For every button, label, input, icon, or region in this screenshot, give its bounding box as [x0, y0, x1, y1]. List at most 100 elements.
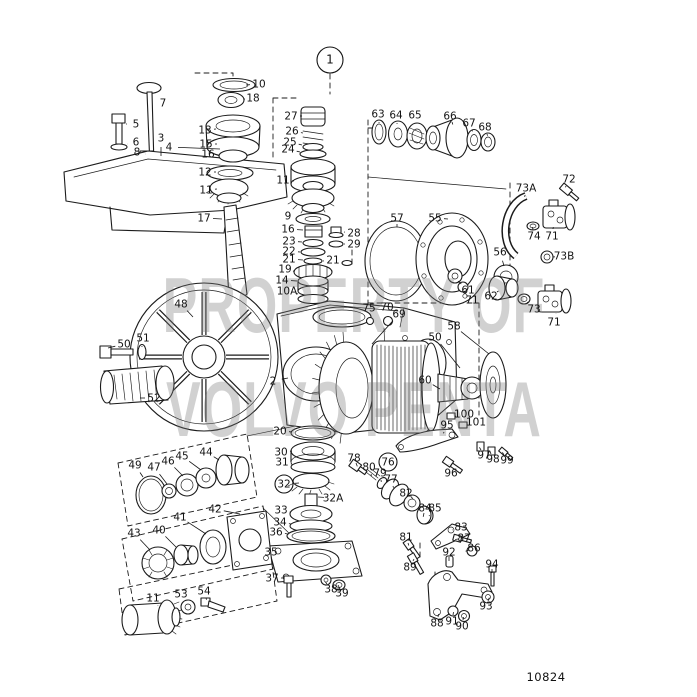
leader-line-46: [174, 467, 184, 477]
leader-line-44: [213, 456, 220, 461]
leader-line-73: [526, 301, 528, 303]
leader-line-17: [212, 218, 223, 220]
leader-line-89: [412, 558, 415, 562]
part-label-70: 70: [380, 302, 393, 314]
part-label-95: 95: [440, 420, 453, 432]
part-label-60: 60: [418, 375, 431, 387]
part-label-62: 62: [484, 291, 497, 303]
part-label-16: 16: [201, 149, 215, 161]
leader-line-56: [502, 260, 505, 267]
part-label-53: 53: [174, 589, 187, 601]
leader-line-39: [337, 584, 341, 590]
leader-line-2: [281, 377, 289, 380]
part-label-10: 10: [252, 79, 265, 91]
part-label-40: 40: [152, 525, 165, 537]
part-label-58: 58: [447, 321, 460, 333]
drive-pulley-group: [99, 282, 279, 432]
part-label-71: 71: [547, 317, 560, 329]
input-shaft-stack-group: [205, 77, 261, 302]
part-label-74: 74: [527, 231, 541, 243]
leader-line-93: [487, 597, 490, 602]
part-label-84: 84: [418, 503, 432, 515]
part-label-51: 51: [136, 333, 149, 345]
part-label-30: 30: [274, 447, 287, 459]
part-label-75: 75: [362, 303, 375, 315]
leader-line-67: [471, 129, 473, 132]
part-label-25: 25: [283, 137, 296, 149]
part-label-27: 27: [284, 111, 297, 123]
part-label-15: 15: [199, 139, 212, 151]
drawing-number: 10824: [526, 670, 565, 684]
idler-bearing-rows-group: [121, 454, 273, 636]
leader-line-61: [457, 280, 462, 285]
part-label-54: 54: [197, 586, 211, 598]
leader-line-38: [325, 581, 328, 585]
bearing-cover-group: [364, 212, 519, 306]
part-label-83: 83: [454, 522, 467, 534]
part-label-52: 52: [147, 393, 160, 405]
part-label-38: 38: [324, 584, 337, 596]
part-label-2: 2: [270, 376, 277, 388]
leader-line-50: [107, 345, 116, 349]
part-label-61: 61: [461, 285, 474, 297]
part-label-71: 71: [465, 295, 478, 307]
leader-line-49: [139, 472, 144, 478]
part-label-45: 45: [175, 451, 188, 463]
leader-line-54: [205, 597, 207, 600]
output-drum-group: [311, 315, 507, 444]
leader-line-98: [489, 450, 492, 455]
leader-line-10A: [295, 293, 299, 295]
part-label-94: 94: [485, 559, 499, 571]
leader-line-80: [370, 473, 372, 476]
part-label-98: 98: [486, 454, 499, 466]
part-label-57: 57: [390, 213, 403, 225]
watermark-line1: PROPERTY OF: [163, 263, 546, 350]
part-label-68: 68: [478, 122, 491, 134]
leader-line-66: [451, 121, 454, 125]
leader-line-45: [188, 460, 202, 471]
part-label-5: 5: [133, 119, 140, 131]
leader-line-86: [465, 549, 470, 552]
part-label-10A: 10A: [277, 286, 298, 298]
leader-line-69: [371, 320, 394, 345]
part-label-32A: 32A: [323, 493, 344, 505]
part-label-9: 9: [285, 211, 292, 223]
leader-line-60: [432, 384, 441, 390]
part-label-41: 41: [173, 512, 186, 524]
part-label-66: 66: [443, 111, 457, 123]
cooling-pipe-group: [501, 182, 580, 314]
part-label-80: 80: [362, 462, 375, 474]
part-label-18: 18: [246, 93, 259, 105]
leader-line-43: [139, 539, 151, 551]
part-label-93: 93: [479, 601, 492, 613]
part-label-39: 39: [335, 588, 348, 600]
part-label-7: 7: [160, 98, 167, 110]
part-label-35: 35: [264, 547, 277, 559]
leader-line-97: [479, 447, 482, 451]
leader-line-90: [462, 617, 464, 621]
part-label-24: 24: [281, 144, 295, 156]
part-label-78: 78: [347, 453, 360, 465]
leader-line-25: [298, 143, 303, 146]
leader-line-58: [460, 331, 490, 355]
part-label-17: 17: [197, 213, 210, 225]
part-label-82: 82: [399, 488, 412, 500]
part-label-73A: 73A: [516, 183, 537, 195]
part-label-19: 19: [278, 264, 291, 276]
part-label-31: 31: [275, 457, 288, 469]
watermark-line2: VOLVO PENTA: [166, 367, 542, 454]
leader-line-68: [486, 133, 488, 136]
oil-cover-group: [63, 81, 288, 234]
leader-line-81: [407, 542, 410, 546]
part-label-91: 91: [445, 616, 458, 628]
part-label-29: 29: [347, 239, 360, 251]
leader-line-36: [284, 533, 289, 535]
part-label-97: 97: [477, 450, 490, 462]
part-label-21: 21: [326, 255, 339, 267]
part-label-8: 8: [134, 147, 141, 159]
leader-line-62: [496, 290, 499, 293]
part-label-67: 67: [462, 118, 475, 130]
leader-line-47: [159, 473, 168, 485]
thrust-washer-row-group: [371, 117, 496, 159]
